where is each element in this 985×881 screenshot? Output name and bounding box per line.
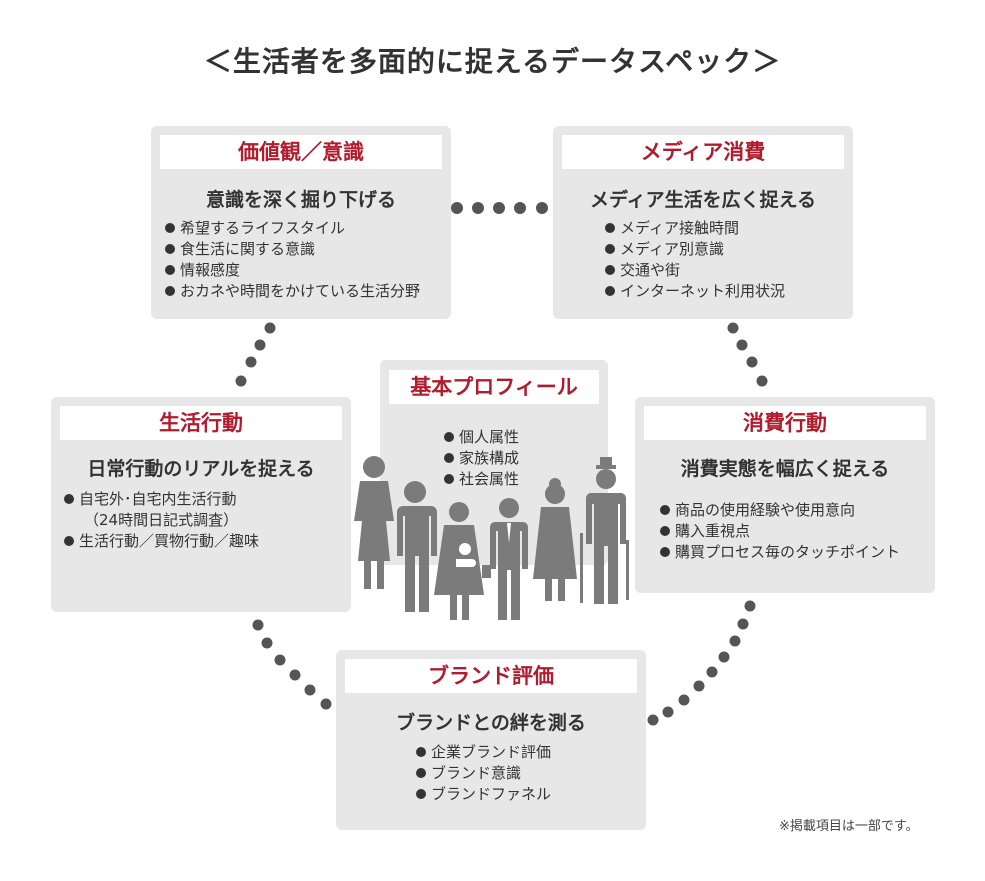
card-life-list: 自宅外･自宅内生活行動 （24時間日記式調査） 生活行動／買物行動／趣味: [64, 489, 259, 552]
woman-figure-icon: [354, 456, 394, 589]
card-consume-header: 消費行動: [644, 406, 926, 440]
dots-left-upper: [235, 322, 276, 387]
card-media-list: メディア接触時間 メディア別意識 交通や街 インターネット利用状況: [605, 218, 785, 302]
mother-with-baby-icon: [434, 502, 484, 620]
list-item: 企業ブランド評価: [416, 742, 551, 763]
card-media-header: メディア消費: [562, 135, 844, 169]
card-profile-header: 基本プロフィール: [389, 370, 599, 404]
boy-with-bag-icon: [482, 498, 528, 620]
card-values-header: 価値観／意識: [160, 135, 442, 169]
card-media: メディア消費 メディア生活を広く捉える メディア接触時間 メディア別意識 交通や…: [553, 126, 853, 319]
list-item: 家族構成: [444, 448, 519, 469]
dots-left-lower: [252, 619, 332, 710]
card-consume-subtitle: 消費実態を幅広く捉える: [680, 458, 890, 480]
list-item-continued: （24時間日記式調査）: [84, 511, 239, 529]
list-item: 商品の使用経験や使用意向: [660, 500, 900, 521]
list-item: 交通や街: [605, 260, 785, 281]
card-values-subtitle: 意識を深く掘り下げる: [205, 189, 396, 211]
list-item: ブランドファネル: [416, 784, 551, 805]
card-brand: ブランド評価 ブランドとの絆を測る 企業ブランド評価 ブランド意識 ブランドファ…: [336, 650, 646, 830]
list-item: メディア接触時間: [605, 218, 785, 239]
man-figure-icon: [397, 481, 437, 612]
grandmother-figure-icon: [533, 478, 583, 603]
list-item: 個人属性: [444, 427, 519, 448]
card-media-subtitle: メディア生活を広く捉える: [589, 189, 817, 211]
list-item: 購入重視点: [660, 521, 900, 542]
list-item: 希望するライフスタイル: [165, 218, 420, 239]
list-item: メディア別意識: [605, 239, 785, 260]
list-item: ブランド意識: [416, 763, 551, 784]
card-consume: 消費行動 消費実態を幅広く捉える 商品の使用経験や使用意向 購入重視点 購買プロ…: [635, 397, 935, 593]
card-values: 価値観／意識 意識を深く掘り下げる 希望するライフスタイル 食生活に関する意識 …: [151, 126, 451, 319]
page-title: ＜生活者を多面的に捉えるデータスペック＞: [203, 45, 782, 78]
list-item: 自宅外･自宅内生活行動: [64, 489, 259, 510]
list-item: 社会属性: [444, 469, 519, 490]
card-values-list: 希望するライフスタイル 食生活に関する意識 情報感度 おカネや時間をかけている生…: [165, 218, 420, 302]
dots-right-upper: [727, 322, 768, 387]
list-item: 食生活に関する意識: [165, 239, 420, 260]
list-item: 購買プロセス毎のタッチポイント: [660, 542, 900, 563]
card-life: 生活行動 日常行動のリアルを捉える 自宅外･自宅内生活行動 （24時間日記式調査…: [51, 397, 351, 612]
list-item: インターネット利用状況: [605, 281, 785, 302]
list-item: 情報感度: [165, 260, 420, 281]
dots-top: [451, 202, 548, 214]
grandfather-figure-icon: [586, 457, 629, 604]
dots-right-lower: [647, 600, 756, 726]
list-item: おカネや時間をかけている生活分野: [165, 281, 420, 302]
card-brand-subtitle: ブランドとの絆を測る: [396, 712, 586, 734]
card-life-subtitle: 日常行動のリアルを捉える: [87, 458, 315, 480]
footnote: ※掲載項目は一部です。: [779, 819, 919, 834]
card-brand-list: 企業ブランド評価 ブランド意識 ブランドファネル: [416, 742, 551, 805]
card-life-header: 生活行動: [60, 406, 342, 440]
list-item: 生活行動／買物行動／趣味: [64, 531, 259, 552]
card-consume-list: 商品の使用経験や使用意向 購入重視点 購買プロセス毎のタッチポイント: [660, 500, 900, 563]
family-people-illustration: [354, 456, 629, 620]
card-profile-list: 個人属性 家族構成 社会属性: [444, 427, 519, 490]
card-brand-header: ブランド評価: [345, 659, 637, 693]
